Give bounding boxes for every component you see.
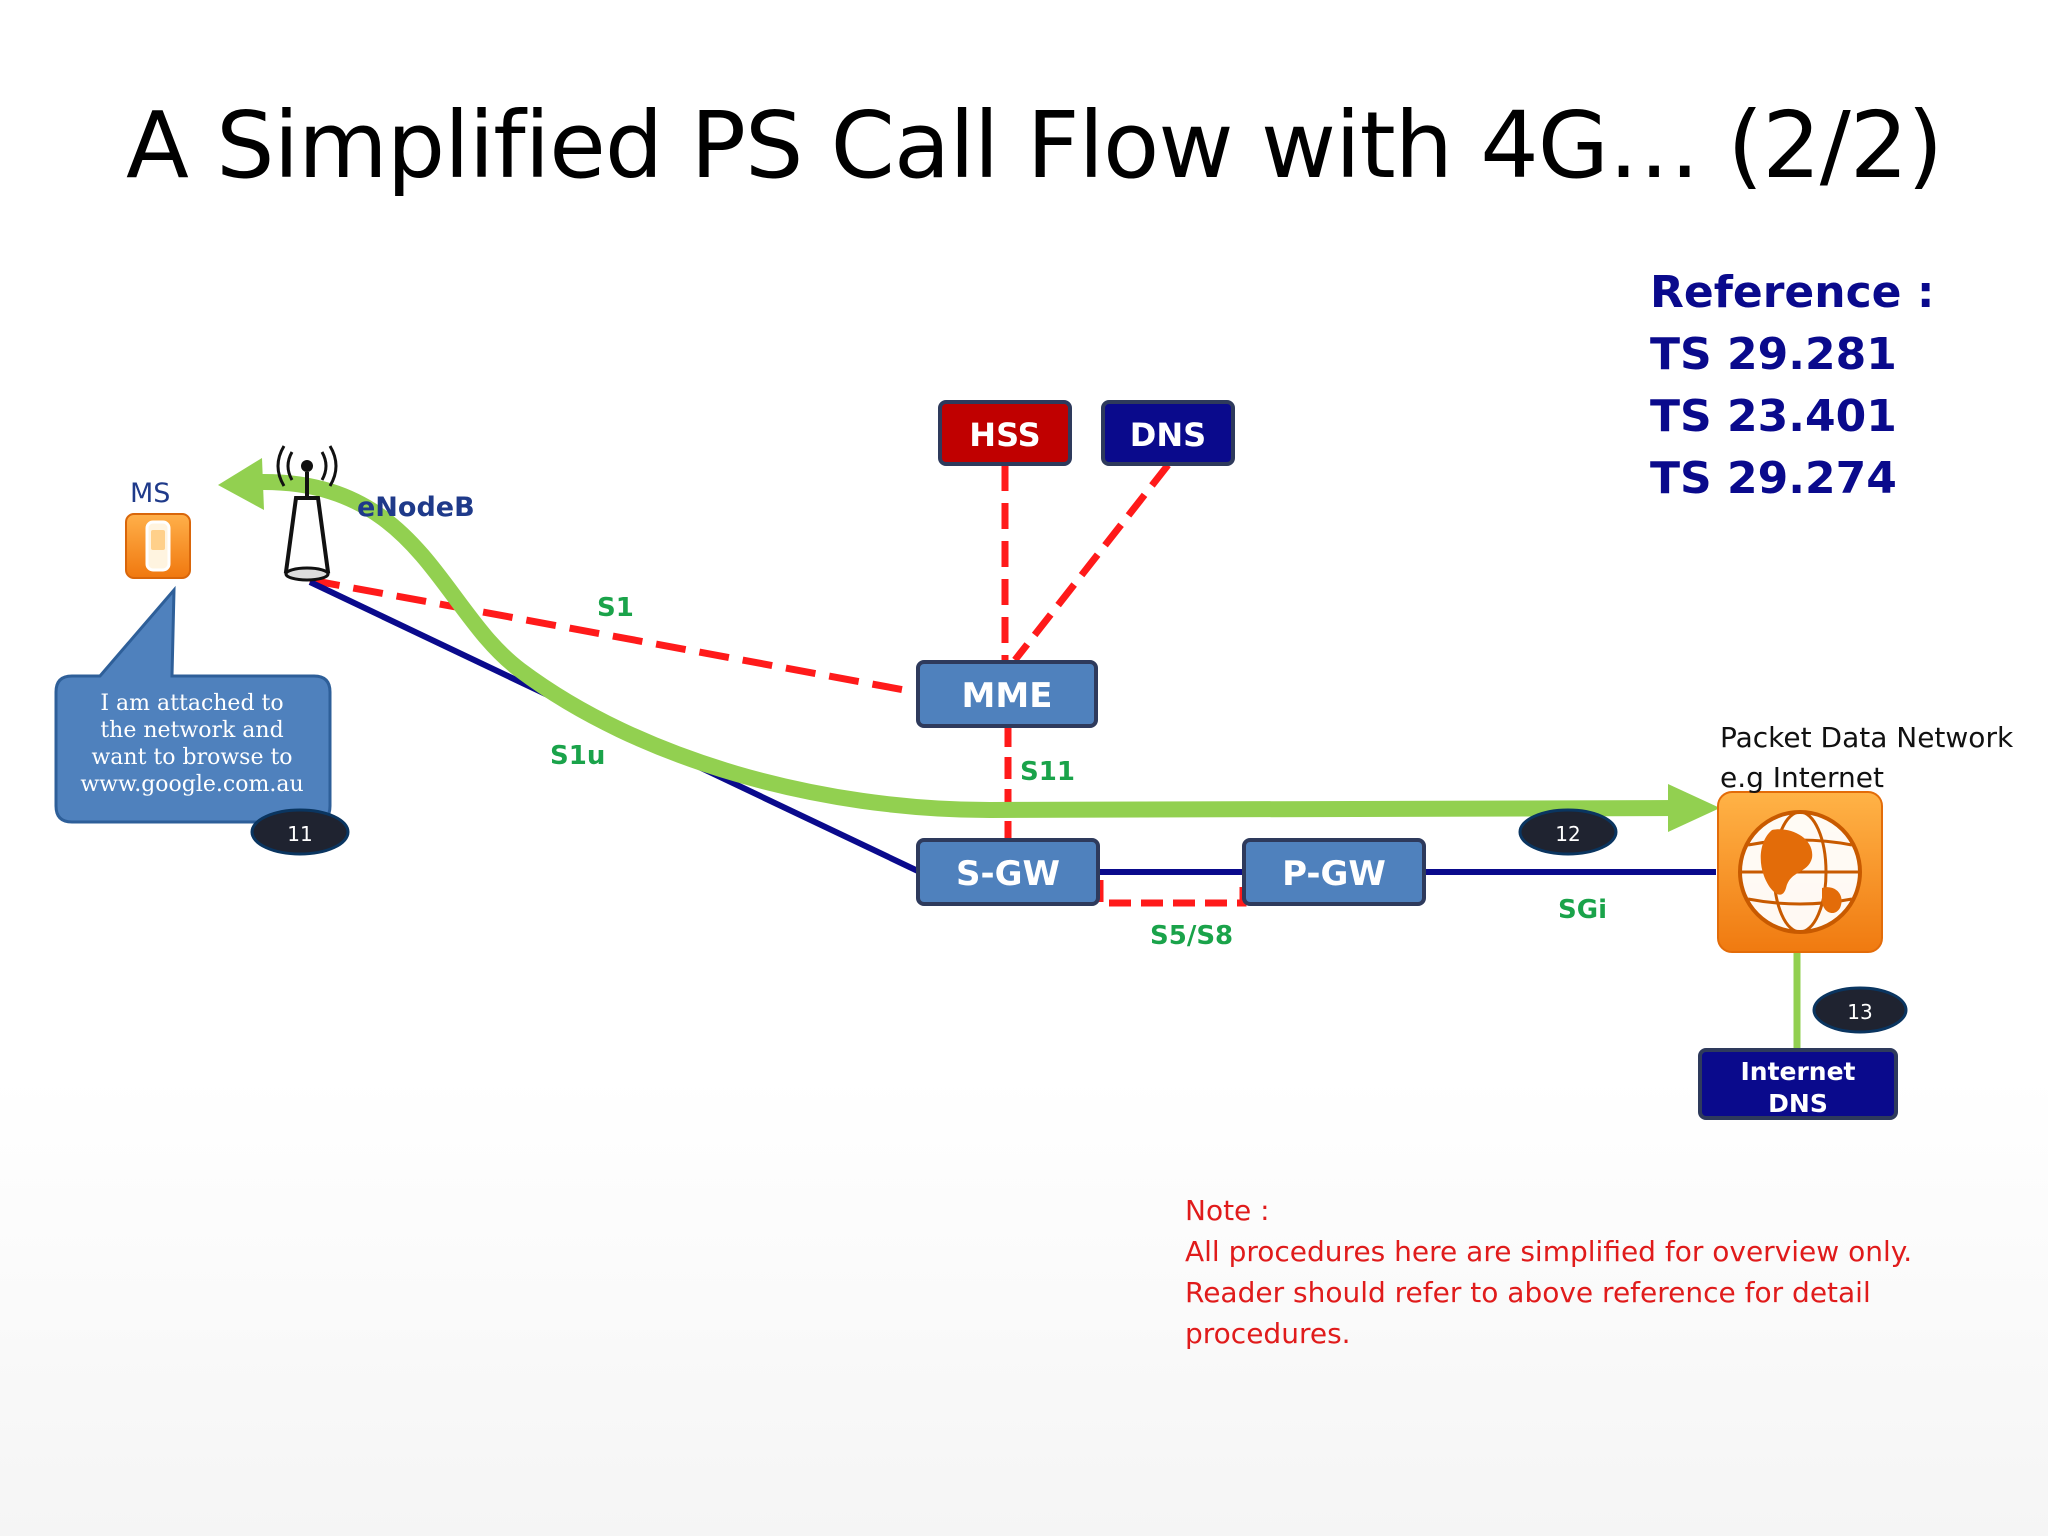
sgw-label: S-GW (956, 854, 1060, 894)
s5s8-link (1096, 880, 1247, 907)
reference-spec: TS 23.401 (1650, 391, 1897, 442)
step-badge-12: 12 (1518, 808, 1618, 856)
antenna-icon (276, 445, 338, 582)
bubble-text: I am attached to the network and want to… (80, 691, 304, 797)
phone-icon (125, 513, 191, 579)
data-flow-arrow (218, 458, 1720, 832)
dns-node: DNS (1101, 400, 1235, 466)
mme-label: MME (962, 676, 1053, 716)
svg-text:12: 12 (1555, 822, 1580, 846)
note-block: Note : All procedures here are simplifie… (1185, 1190, 1912, 1354)
internet-dns-label-1: Internet (1740, 1057, 1855, 1086)
hss-node: HSS (938, 400, 1072, 466)
internet-dns-label-2: DNS (1768, 1089, 1828, 1118)
reference-block: Reference : TS 29.281 TS 23.401 TS 29.27… (1650, 262, 1934, 510)
interface-labels: S1 S1u S11 S5/S8 SGi (550, 593, 1607, 951)
s11-label: S11 (1020, 757, 1075, 787)
pdn-label: Packet Data Network e.g Internet (1720, 721, 2014, 794)
ms-label: MS (130, 478, 171, 509)
sgw-node: S-GW (916, 838, 1100, 906)
page-title: A Simplified PS Call Flow with 4G… (2/2) (126, 92, 1943, 199)
step-badge-11: 11 (250, 808, 350, 856)
note-heading: Note : (1185, 1194, 1270, 1227)
note-line: Reader should refer to above reference f… (1185, 1276, 1871, 1309)
svg-text:13: 13 (1847, 1000, 1872, 1024)
pgw-label: P-GW (1282, 854, 1386, 894)
s1u-label: S1u (550, 741, 605, 771)
sgi-label: SGi (1558, 895, 1607, 925)
svg-text:11: 11 (287, 822, 312, 846)
reference-heading: Reference : (1650, 267, 1935, 318)
internet-dns-node: Internet DNS (1698, 1048, 1898, 1120)
pgw-node: P-GW (1242, 838, 1426, 906)
control-plane-links (309, 462, 1247, 907)
step-badge-13: 13 (1812, 986, 1908, 1034)
dns-label: DNS (1130, 416, 1206, 454)
note-line: All procedures here are simplified for o… (1185, 1235, 1913, 1268)
s1-label: S1 (597, 593, 634, 623)
hss-label: HSS (969, 416, 1040, 454)
note-line: procedures. (1185, 1317, 1351, 1350)
s1-link (309, 576, 916, 696)
reference-spec: TS 29.281 (1650, 329, 1897, 380)
globe-icon (1717, 791, 1883, 953)
dns-mme-link (1012, 462, 1171, 663)
s5s8-label: S5/S8 (1150, 921, 1233, 951)
reference-spec: TS 29.274 (1650, 453, 1897, 504)
mme-node: MME (916, 660, 1098, 728)
enodeb-label: eNodeB (357, 492, 475, 523)
